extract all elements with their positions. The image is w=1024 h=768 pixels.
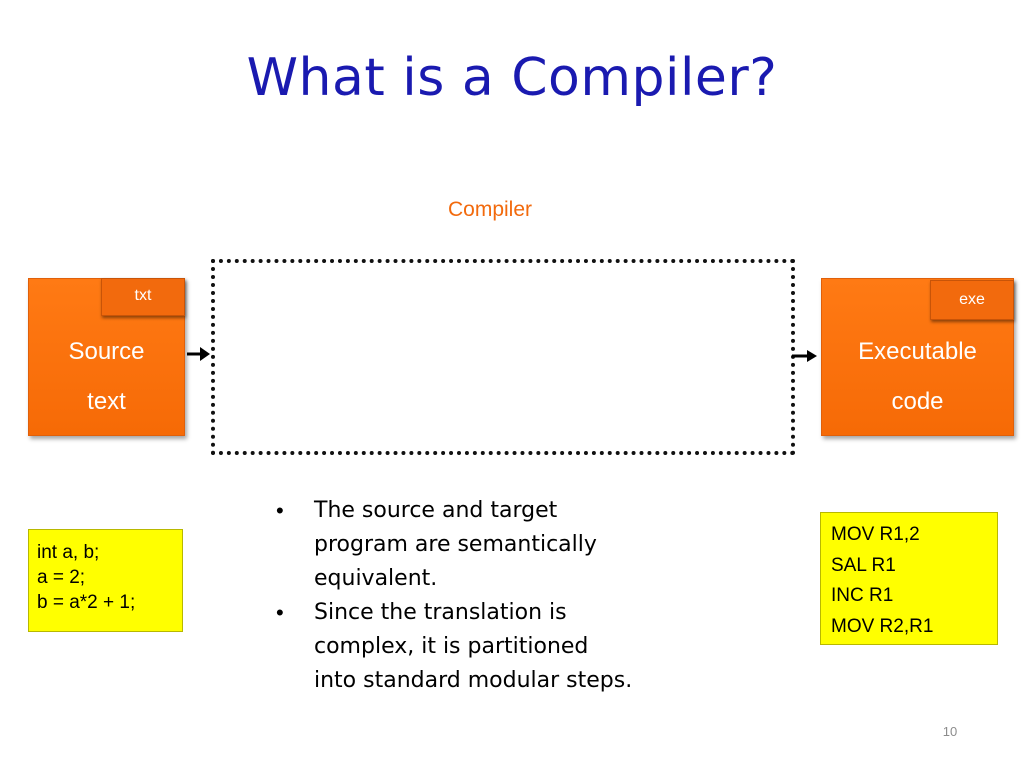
- bullet-item: • The source and target program are sema…: [268, 494, 728, 596]
- target-code-line: SAL R1: [831, 554, 896, 576]
- source-line-1: Source: [68, 338, 145, 365]
- bullet-line: equivalent.: [314, 566, 438, 591]
- bullet-marker: •: [276, 600, 284, 625]
- bullet-marker: •: [276, 498, 284, 523]
- target-code-snippet: MOV R1,2 SAL R1 INC R1 MOV R2,R1: [820, 512, 998, 645]
- source-file-tag: txt: [101, 278, 185, 316]
- target-code-line: MOV R1,2: [831, 524, 920, 545]
- bullet-line: complex, it is partitioned: [314, 634, 589, 659]
- slide-title: What is a Compiler?: [246, 48, 778, 108]
- executable-line-1: Executable: [858, 338, 977, 365]
- executable-line-2: code: [891, 388, 944, 415]
- executable-label: Executable code: [822, 279, 1013, 427]
- source-code-line: b = a*2 + 1;: [37, 592, 136, 613]
- page-number: 10: [942, 724, 958, 739]
- compiler-dotted-box: [211, 259, 795, 455]
- target-code-line: INC R1: [831, 585, 894, 606]
- input-arrow-icon: [187, 347, 210, 361]
- bullet-line: The source and target: [314, 498, 558, 523]
- source-code-line: a = 2;: [37, 567, 86, 588]
- bullet-line: program are semantically: [314, 532, 597, 557]
- source-text-label: Source text: [29, 279, 184, 427]
- bullet-line: Since the translation is: [314, 600, 567, 625]
- target-code-line: MOV R2,R1: [831, 615, 934, 637]
- bullet-line: into standard modular steps.: [314, 668, 633, 693]
- executable-code-box: exe Executable code: [821, 278, 1014, 436]
- source-text-box: txt Source text: [28, 278, 185, 436]
- compiler-label: Compiler: [447, 198, 533, 221]
- exe-file-tag: exe: [930, 280, 1014, 320]
- source-code-line: int a, b;: [37, 542, 100, 563]
- bullet-item: • Since the translation is complex, it i…: [268, 596, 728, 698]
- source-line-2: text: [87, 388, 126, 415]
- bullet-list: • The source and target program are sema…: [268, 494, 728, 698]
- output-arrow-icon: [792, 350, 817, 362]
- source-code-snippet: int a, b; a = 2; b = a*2 + 1;: [28, 529, 183, 632]
